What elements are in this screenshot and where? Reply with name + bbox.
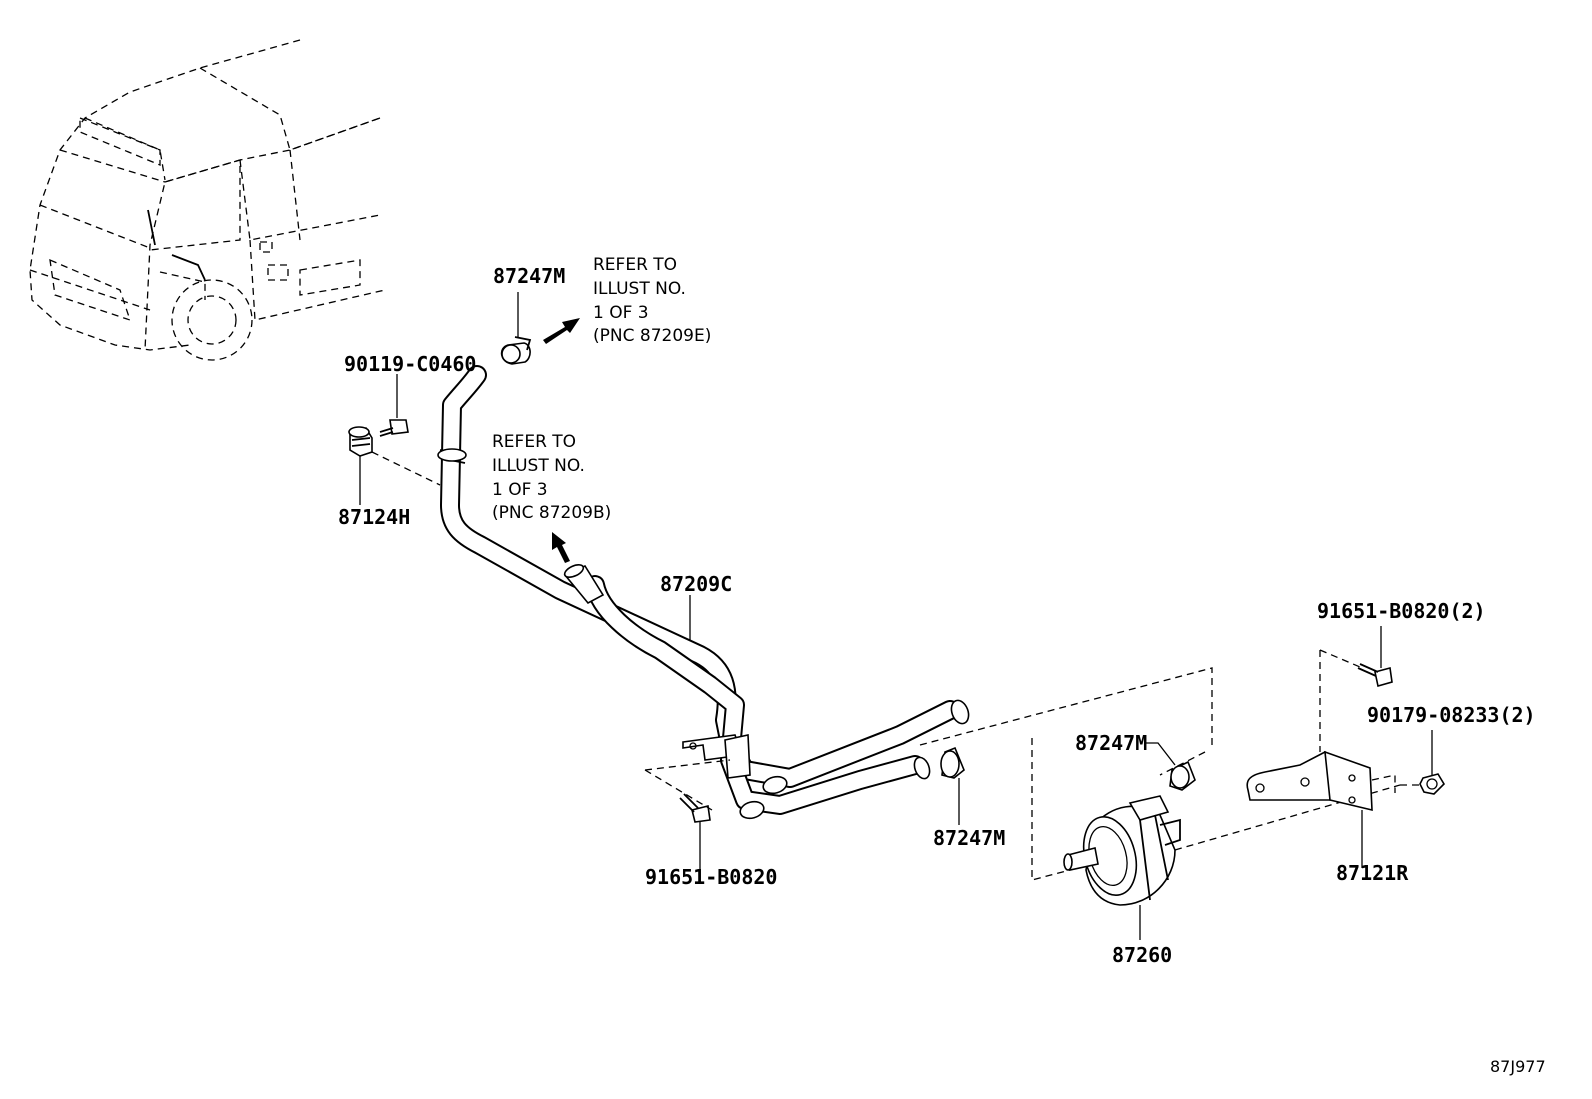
hose-clamp-right bbox=[1145, 742, 1196, 791]
note-top: REFER TO ILLUST NO. 1 OF 3 (PNC 87209E) bbox=[593, 255, 711, 346]
label-87247m-right: 87247M bbox=[1075, 731, 1147, 755]
note-mid-line-1: REFER TO bbox=[492, 432, 576, 452]
label-90119-c0460: 90119-C0460 bbox=[344, 352, 476, 376]
label-87247m-top: 87247M bbox=[493, 264, 565, 288]
note-mid-line-3: 1 OF 3 bbox=[492, 480, 548, 500]
bracket-right bbox=[1246, 750, 1396, 868]
note-top-line-4: (PNC 87209E) bbox=[593, 326, 711, 346]
label-87260: 87260 bbox=[1112, 943, 1172, 967]
label-91651-b0820-2: 91651-B0820(2) bbox=[1317, 599, 1486, 623]
vehicle-illustration bbox=[29, 39, 386, 361]
note-top-line-2: ILLUST NO. bbox=[593, 279, 686, 299]
arrow-top bbox=[543, 318, 580, 344]
note-top-line-1: REFER TO bbox=[593, 255, 677, 275]
arrow-mid bbox=[552, 532, 570, 563]
heater-hose-assembly bbox=[437, 365, 970, 820]
bolt-and-mount-left bbox=[348, 374, 441, 505]
label-87124h: 87124H bbox=[338, 505, 410, 529]
hose-clamp-top bbox=[500, 292, 532, 365]
nut-right bbox=[1400, 730, 1446, 795]
bolt-bottom bbox=[644, 759, 731, 870]
label-87121r: 87121R bbox=[1336, 861, 1409, 885]
label-87209c: 87209C bbox=[660, 572, 732, 596]
note-mid-line-2: ILLUST NO. bbox=[492, 456, 585, 476]
label-90179-08233-2: 90179-08233(2) bbox=[1367, 703, 1536, 727]
note-top-line-3: 1 OF 3 bbox=[593, 303, 649, 323]
bolt-right bbox=[1319, 626, 1393, 752]
note-mid: REFER TO ILLUST NO. 1 OF 3 (PNC 87209B) bbox=[492, 432, 611, 523]
pump-dashed-frame bbox=[919, 667, 1213, 881]
hose-clamp-mid bbox=[940, 746, 965, 825]
label-91651-b0820: 91651-B0820 bbox=[645, 865, 777, 889]
water-pump bbox=[1063, 784, 1401, 940]
illustration-reference: 87J977 bbox=[1490, 1057, 1546, 1076]
label-87247m-mid: 87247M bbox=[933, 826, 1005, 850]
note-mid-line-4: (PNC 87209B) bbox=[492, 503, 611, 523]
